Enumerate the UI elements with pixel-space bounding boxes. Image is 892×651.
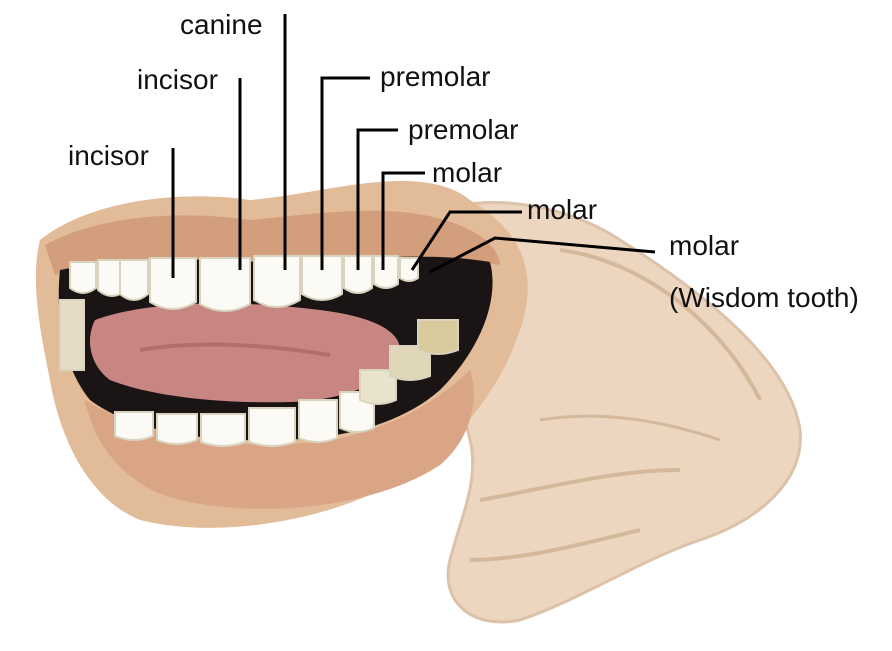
label-molar-1: molar — [432, 157, 502, 189]
label-molar-3: molar — [669, 230, 739, 262]
label-wisdom-tooth-note: (Wisdom tooth) — [669, 282, 859, 314]
label-canine: canine — [180, 9, 263, 41]
label-incisor-1: incisor — [68, 140, 149, 172]
label-incisor-2: incisor — [137, 64, 218, 96]
label-premolar-1: premolar — [380, 61, 490, 93]
label-molar-2: molar — [527, 194, 597, 226]
label-premolar-2: premolar — [408, 114, 518, 146]
tongue — [90, 303, 400, 402]
